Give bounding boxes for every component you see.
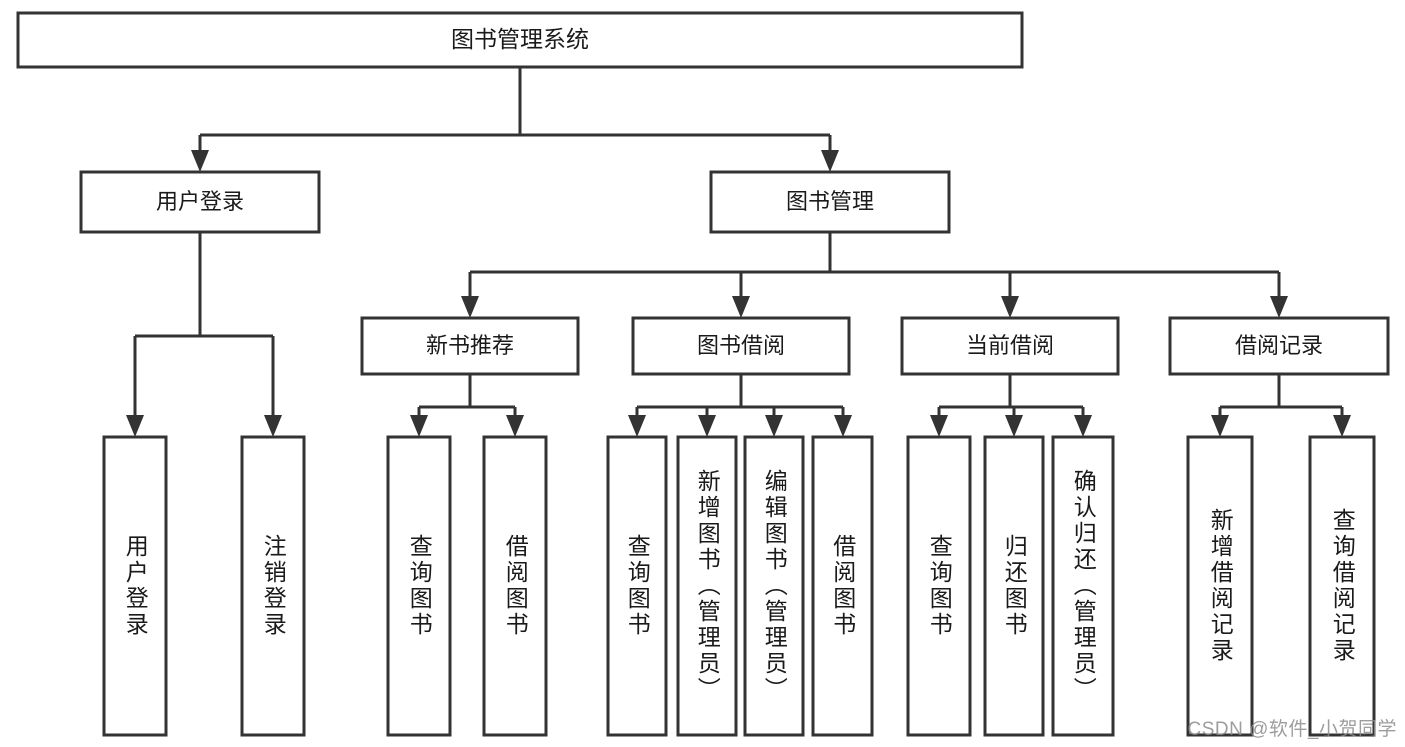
node-label-root: 图书管理系统 [451, 26, 589, 52]
node-box-leaf-5[interactable] [676, 435, 738, 737]
node-label-l2-0: 用户登录 [156, 189, 244, 214]
node-label-l2-1: 图书管理 [786, 189, 874, 214]
node-box-leaf-0[interactable] [102, 435, 168, 737]
node-box-l3-0[interactable] [360, 316, 580, 376]
node-box-leaf-6[interactable] [743, 435, 805, 737]
arrow-head-leaf-9 [1005, 415, 1023, 437]
node-box-leaf-9[interactable] [983, 435, 1045, 737]
arrow-head-leaf-6 [765, 415, 783, 437]
node-box-layer [16, 11, 1390, 737]
arrow-head-l3-3 [1270, 296, 1288, 318]
node-label-l3-3: 借阅记录 [1235, 333, 1323, 358]
connector-group-l3-2 [930, 374, 1092, 437]
watermark-text: CSDN @软件_小贺同学 [1187, 719, 1397, 740]
arrow-head-l3-2 [1001, 296, 1019, 318]
node-box-leaf-10[interactable] [1051, 435, 1115, 737]
node-box-l3-1[interactable] [631, 316, 851, 376]
node-box-leaf-7[interactable] [811, 435, 874, 737]
arrow-head-leaf-4 [628, 415, 646, 437]
node-label-l3-2: 当前借阅 [966, 333, 1054, 358]
node-label-l3-1: 图书借阅 [697, 333, 785, 358]
node-box-l2-0[interactable] [79, 170, 321, 234]
node-box-l3-2[interactable] [900, 316, 1120, 376]
node-box-leaf-12[interactable] [1308, 435, 1376, 737]
arrow-head-l3-0 [461, 296, 479, 318]
node-box-leaf-3[interactable] [482, 435, 548, 737]
arrow-head-leaf-1 [264, 415, 282, 437]
connector-group-l2-0 [126, 232, 282, 437]
connector-group-l3-3 [1211, 374, 1351, 437]
node-box-root[interactable] [16, 11, 1024, 69]
node-box-leaf-8[interactable] [906, 435, 972, 737]
arrow-head-leaf-8 [930, 415, 948, 437]
arrow-head-leaf-10 [1074, 415, 1092, 437]
arrow-head-leaf-12 [1333, 415, 1351, 437]
arrow-head-leaf-11 [1211, 415, 1229, 437]
arrow-head-leaf-7 [834, 415, 852, 437]
connector-group-l3-0 [410, 374, 524, 437]
connector-group-l3-1 [628, 374, 852, 437]
connector-group-root [191, 67, 839, 172]
node-box-l3-3[interactable] [1168, 316, 1390, 376]
node-box-l2-1[interactable] [709, 170, 951, 234]
arrow-head-l3-1 [732, 296, 750, 318]
arrow-head-leaf-2 [410, 415, 428, 437]
arrow-head-l2-1 [821, 150, 839, 172]
connector-group-l2-1 [461, 232, 1288, 318]
node-box-leaf-4[interactable] [606, 435, 668, 737]
arrow-head-l2-0 [191, 150, 209, 172]
node-box-leaf-1[interactable] [240, 435, 306, 737]
arrow-head-leaf-5 [698, 415, 716, 437]
node-box-leaf-11[interactable] [1186, 435, 1254, 737]
node-box-leaf-2[interactable] [386, 435, 452, 737]
connector-layer [126, 67, 1351, 437]
arrow-head-leaf-0 [126, 415, 144, 437]
node-label-l3-0: 新书推荐 [426, 333, 514, 358]
arrow-head-leaf-3 [506, 415, 524, 437]
